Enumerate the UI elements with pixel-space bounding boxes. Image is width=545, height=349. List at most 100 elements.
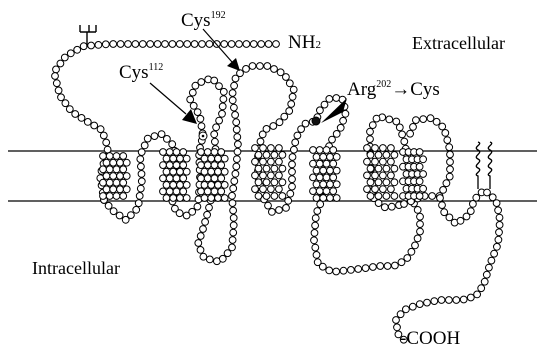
tm-helix-4 (252, 145, 286, 200)
residue-bead (483, 271, 490, 278)
residue-bead (313, 252, 320, 259)
residue-bead (367, 136, 374, 143)
tm-helix-5-residue (333, 167, 340, 174)
residue-bead (292, 139, 299, 146)
tm-helix-3-residue (221, 195, 228, 202)
tm-helix-6-residue (380, 172, 387, 179)
tm-helix-4-residue (255, 193, 262, 200)
tm-helix-6-residue (391, 179, 398, 186)
residue-bead (269, 209, 276, 216)
tm-helix-1-residue (117, 173, 124, 180)
residue-bead (189, 89, 196, 96)
tm-helix-4-residue (279, 165, 286, 172)
residue-bead (232, 112, 239, 119)
tm-helix-4-residue (252, 172, 259, 179)
tm-helix-6-residue (372, 186, 379, 193)
residue-bead (250, 41, 257, 48)
residue-bead (340, 267, 347, 274)
tm-helix-7-residue (420, 171, 427, 178)
residue-bead (190, 102, 197, 109)
tm-helix-5-residue (333, 195, 340, 202)
tm-helix-2-residue (163, 155, 170, 162)
tm-helix-3-residue (204, 175, 211, 182)
residue-bead (200, 253, 207, 260)
tm-helix-3-residue (208, 182, 215, 189)
tm-helix-6-residue (367, 193, 374, 200)
residue-bead (219, 255, 226, 262)
tm-helix-2-residue (180, 188, 187, 195)
tm-helix-2-residue (183, 155, 190, 162)
residue-bead (470, 201, 477, 208)
residue-bead (393, 317, 400, 324)
residue-bead (132, 41, 139, 48)
tm-helix-4-residue (268, 186, 275, 193)
residue-bead (176, 41, 183, 48)
tm-helix-4-residue (260, 172, 267, 179)
residue-bead (211, 131, 218, 138)
tm-helix-3-residue (215, 168, 222, 175)
mutation-target: Cys (410, 79, 440, 100)
tm-helix-1-residue (103, 186, 110, 193)
residue-bead (229, 244, 236, 251)
residue-bead (61, 54, 68, 61)
extracellular-label: Extracellular (412, 34, 505, 52)
residue-bead (162, 41, 169, 48)
transmembrane-helices (100, 145, 427, 202)
tm-helix-4-residue (263, 165, 270, 172)
residue-bead (488, 257, 495, 264)
tm-helix-3-residue (221, 168, 228, 175)
tm-helix-1-residue (120, 179, 127, 186)
residue-bead (386, 116, 393, 123)
residue-bead (443, 180, 450, 187)
residue-bead (439, 123, 446, 130)
residue-bead (230, 185, 237, 192)
residue-bead (243, 41, 250, 48)
tm-helix-1-residue (117, 159, 124, 166)
tm-helix-6-residue (391, 152, 398, 159)
tm-helix-2-residue (177, 195, 184, 202)
residue-bead (234, 134, 241, 141)
residue-bead (224, 250, 231, 257)
residue-bead (326, 267, 333, 274)
tm-helix-6-residue (383, 179, 390, 186)
tm-helix-2-residue (166, 162, 173, 169)
residue-bead (139, 41, 146, 48)
tm-helix-7-residue (416, 163, 423, 170)
residue-bead (417, 213, 424, 220)
residue-bead (413, 117, 420, 124)
cys192-label: Cys192 (181, 11, 226, 30)
tm-helix-1-residue (113, 166, 120, 173)
tm-helix-2-residue (180, 149, 187, 156)
residue-bead (326, 96, 333, 103)
tm-helix-3-residue (208, 195, 215, 202)
residue-bead (446, 297, 453, 304)
residue-bead (285, 197, 292, 204)
tm-helix-4-residue (268, 172, 275, 179)
residue-bead (401, 138, 408, 145)
residue-bead (375, 200, 382, 207)
tm-helix-6-residue (375, 152, 382, 159)
residue-bead (283, 74, 290, 81)
tm-helix-2-residue (170, 182, 177, 189)
residue-bead (417, 221, 424, 228)
residue-bead (88, 42, 95, 49)
residue-bead (137, 156, 144, 163)
tm-helix-5-residue (310, 160, 317, 167)
residue-bead (220, 88, 227, 95)
residue-bead (187, 96, 194, 103)
tm-helix-4-residue (276, 158, 283, 165)
tm-helix-1-residue (120, 153, 127, 160)
residue-bead (289, 168, 296, 175)
tm-helix-5-residue (330, 174, 337, 181)
tm-helix-3-residue (211, 162, 218, 169)
tm-helix-6-residue (367, 152, 374, 159)
residue-bead (80, 43, 87, 50)
tm-helix-5-residue (323, 188, 330, 195)
residue-bead (138, 171, 145, 178)
intracellular-label: Intracellular (32, 259, 120, 277)
tm-helix-7-residue (420, 185, 427, 192)
tm-helix-4-residue (260, 145, 267, 152)
residue-bead (367, 128, 374, 135)
residue-bead (78, 115, 85, 122)
residue-bead (438, 297, 445, 304)
